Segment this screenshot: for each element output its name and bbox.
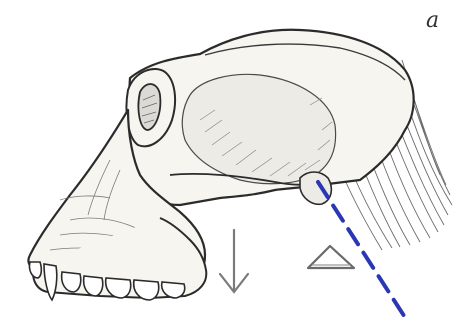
mastoid-process — [300, 172, 331, 204]
panel-label: a — [426, 8, 439, 33]
canine — [44, 264, 57, 300]
dashed-guide-line — [318, 182, 408, 322]
triangle-icon — [308, 246, 354, 268]
down-arrow-icon — [220, 230, 248, 292]
incisor — [29, 262, 41, 278]
